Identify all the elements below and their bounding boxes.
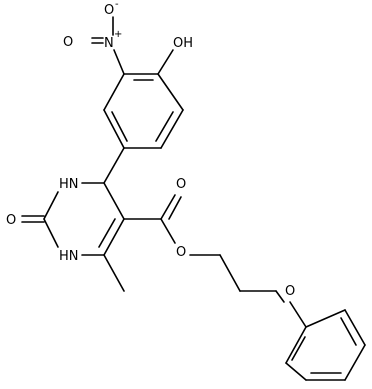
bond — [157, 49, 174, 75]
bond — [43, 191, 59, 220]
bond — [160, 109, 184, 149]
nitro-n-label: N — [104, 36, 114, 51]
methyl-bond — [103, 254, 125, 292]
bond — [103, 73, 125, 111]
bond — [160, 194, 176, 220]
bond — [103, 182, 125, 220]
bond — [103, 109, 125, 149]
ester-o-label: O — [176, 245, 186, 260]
bond — [111, 111, 128, 142]
nitro-o-left-label: O — [63, 35, 73, 50]
nitro-o-top-label: O — [104, 3, 114, 18]
nitro-o-charge: - — [115, 0, 119, 10]
bond — [344, 344, 366, 381]
bond — [43, 218, 59, 248]
ether-o-label: O — [285, 284, 295, 299]
bond — [168, 196, 182, 220]
phenyl-ring — [285, 309, 366, 381]
phenol-ring — [103, 73, 184, 149]
bond — [160, 218, 176, 244]
bond — [103, 218, 125, 256]
ester-carbonyl-o-label: O — [176, 177, 186, 192]
bond — [285, 326, 307, 364]
ring-carbonyl: O — [6, 213, 45, 228]
bond — [285, 362, 307, 381]
bond — [103, 147, 125, 184]
ethoxy-linker: O — [189, 254, 307, 328]
nh-lower-label: HN — [59, 249, 79, 264]
bond — [305, 309, 346, 328]
bond — [113, 49, 125, 75]
hydroxyl-group: OH — [157, 36, 193, 75]
bond — [289, 301, 307, 328]
hydroxyl-label: OH — [173, 36, 193, 51]
nh-upper-label: HN — [59, 177, 79, 192]
bond — [219, 254, 241, 292]
pyrimidine-ring: HN HN — [43, 177, 125, 264]
bond — [344, 309, 366, 346]
ring-carbonyl-o-label: O — [6, 213, 16, 228]
bond — [340, 317, 357, 346]
ester-group: O O — [123, 177, 186, 260]
bond — [98, 218, 116, 248]
nitro-group: N + O - O — [63, 0, 125, 75]
bond — [291, 336, 306, 361]
bond — [155, 111, 174, 142]
bond — [157, 73, 184, 111]
nitro-n-charge: + — [114, 29, 122, 40]
bond — [275, 290, 285, 303]
